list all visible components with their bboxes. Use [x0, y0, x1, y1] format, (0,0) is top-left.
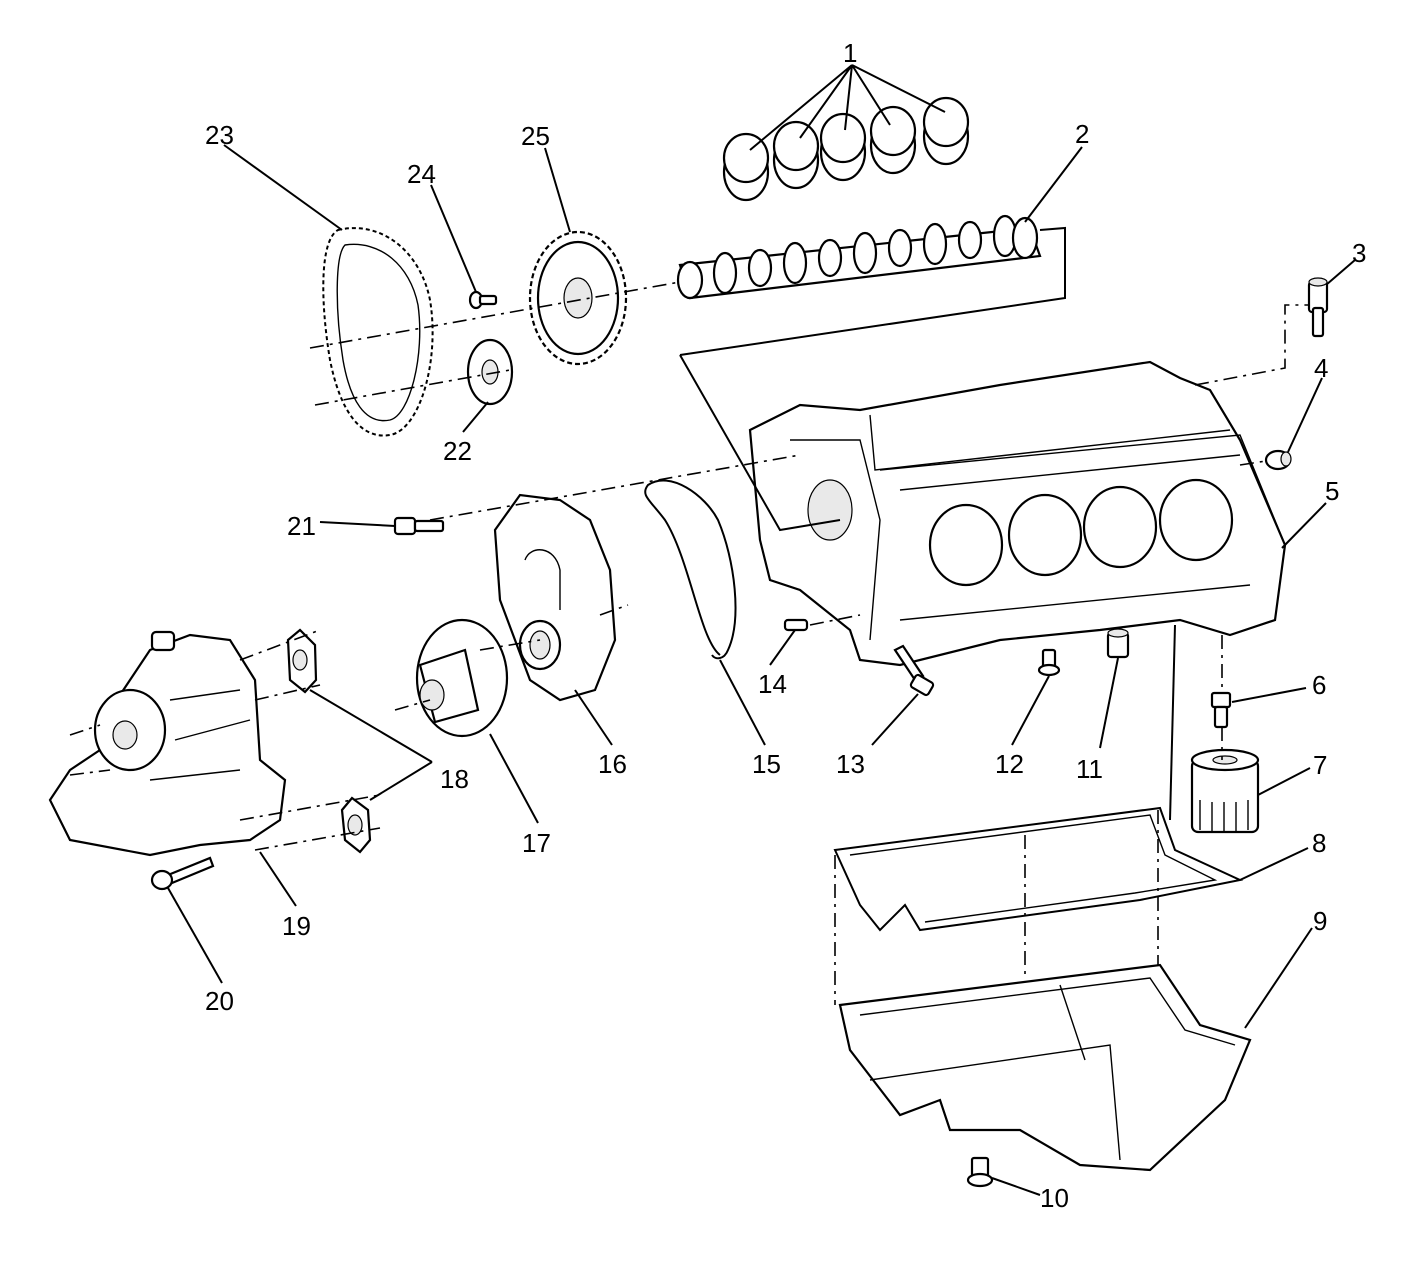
water-pump-gaskets [286, 628, 372, 854]
timing-chain [322, 227, 434, 437]
sensor-part-11 [1106, 628, 1130, 659]
callout-9: 9 [1313, 906, 1327, 936]
callout-10: 10 [1040, 1183, 1069, 1213]
callout-14: 14 [758, 669, 787, 699]
callout-8: 8 [1312, 828, 1326, 858]
callout-7: 7 [1313, 750, 1327, 780]
camshaft [676, 214, 1042, 300]
callout-16: 16 [598, 749, 627, 779]
callout-2: 2 [1075, 119, 1089, 149]
cam-bearings [722, 96, 970, 202]
bolt-part-24 [468, 290, 498, 310]
engine-block [748, 360, 1287, 667]
callout-19: 19 [282, 911, 311, 941]
crank-sprocket [466, 338, 514, 406]
assembly-lines [69, 226, 1308, 1005]
harmonic-balancer [415, 618, 509, 738]
drain-plug [966, 1156, 994, 1188]
callout-6: 6 [1312, 670, 1326, 700]
bolt-part-21 [393, 516, 445, 536]
bolt-part-13 [893, 644, 935, 697]
callout-22: 22 [443, 436, 472, 466]
oil-pan-gasket [833, 806, 1244, 932]
callout-21: 21 [287, 511, 316, 541]
callout-12: 12 [995, 749, 1024, 779]
callout-3: 3 [1352, 238, 1366, 268]
water-pump [48, 630, 287, 857]
callout-23: 23 [205, 120, 234, 150]
callout-15: 15 [752, 749, 781, 779]
callout-4: 4 [1314, 353, 1328, 383]
oil-pan [838, 963, 1252, 1172]
leader-lines [167, 64, 1356, 1196]
filter-fitting-part-6 [1210, 691, 1232, 729]
timing-cover [493, 493, 617, 702]
plug-part-4 [1264, 449, 1292, 471]
timing-cover-gasket [644, 479, 737, 660]
callout-17: 17 [522, 828, 551, 858]
callout-18: 18 [440, 764, 469, 794]
callout-11: 11 [1076, 754, 1103, 784]
bolt-part-12 [1037, 648, 1061, 677]
callout-1: 1 [843, 38, 857, 68]
bolt-part-20 [150, 856, 215, 891]
fitting-part-3 [1307, 277, 1329, 338]
oil-filter [1190, 748, 1260, 834]
callout-24: 24 [407, 159, 436, 189]
callout-labels: 1 2 3 4 5 6 7 8 9 10 11 12 13 14 15 16 1… [205, 38, 1366, 1213]
callout-25: 25 [521, 121, 550, 151]
callout-5: 5 [1325, 476, 1339, 506]
callout-13: 13 [836, 749, 865, 779]
callout-20: 20 [205, 986, 234, 1016]
cam-sprocket [528, 230, 628, 366]
dowel-pin-part-14 [783, 618, 809, 632]
